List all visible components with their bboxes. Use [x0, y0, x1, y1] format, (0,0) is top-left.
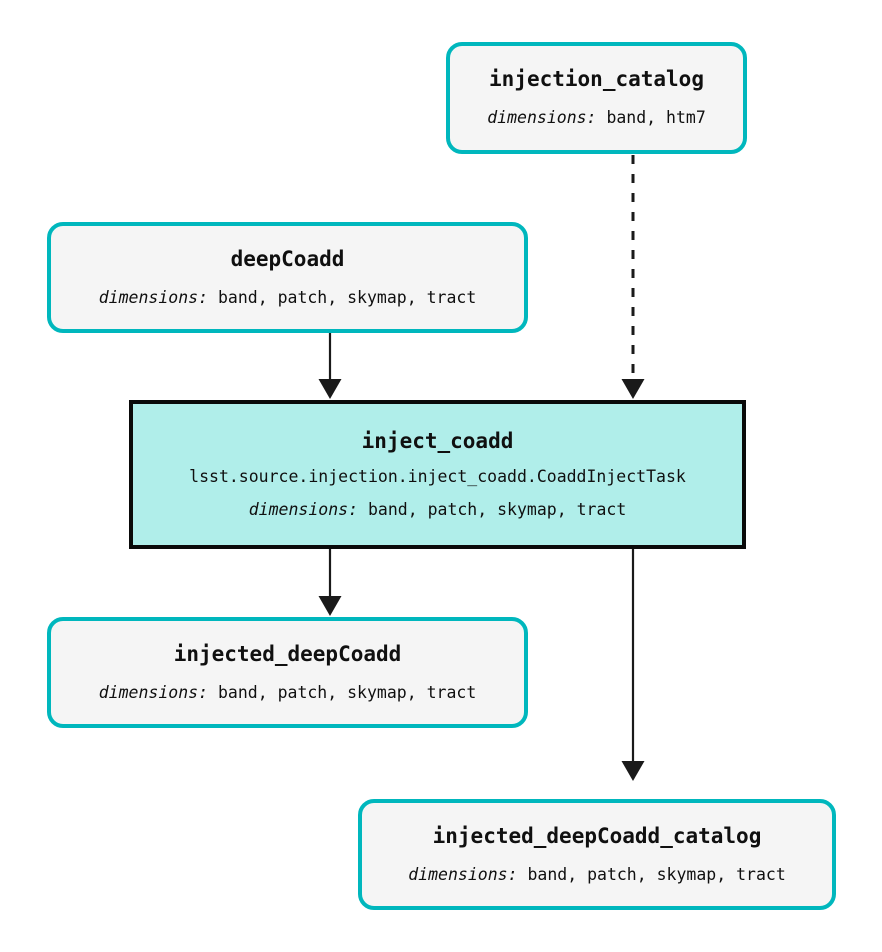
node-dimensions-injected-deepcoadd: dimensions: band, patch, skymap, tract [98, 682, 477, 702]
node-injection-catalog[interactable]: injection_catalog dimensions: band, htm7 [446, 42, 747, 154]
node-class-path-inject-coadd: lsst.source.injection.inject_coadd.Coadd… [189, 466, 686, 486]
edge-deepcoadd-to-inject-coadd [318, 333, 342, 399]
node-dimensions-inject-coadd: dimensions: band, patch, skymap, tract [248, 500, 627, 519]
node-dimensions-deepcoadd: dimensions: band, patch, skymap, tract [98, 287, 477, 307]
dimensions-label: dimensions: [248, 500, 368, 519]
dimensions-label: dimensions: [487, 108, 607, 128]
node-dimensions-injected-deepcoadd-catalog: dimensions: band, patch, skymap, tract [408, 864, 786, 884]
dimensions-value: band, patch, skymap, tract [217, 287, 477, 307]
node-title-injection-catalog: injection_catalog [489, 67, 704, 92]
node-injected-deepcoadd[interactable]: injected_deepCoadd dimensions: band, pat… [47, 617, 528, 728]
dimensions-label: dimensions: [98, 287, 218, 307]
node-deepcoadd[interactable]: deepCoadd dimensions: band, patch, skyma… [47, 222, 528, 333]
node-title-injected-deepcoadd: injected_deepCoadd [173, 641, 402, 666]
edge-injection-catalog-to-inject-coadd [621, 155, 645, 399]
edge-inject-coadd-to-injected-deepcoadd [318, 549, 342, 616]
node-inject-coadd[interactable]: inject_coadd lsst.source.injection.injec… [129, 400, 746, 549]
node-title-inject-coadd: inject_coadd [361, 428, 514, 453]
dimensions-value: band, htm7 [606, 108, 706, 128]
edge-inject-coadd-to-injected-deepcoadd-catalog [621, 549, 645, 781]
node-title-deepcoadd: deepCoadd [230, 246, 345, 271]
dimensions-label: dimensions: [408, 864, 528, 884]
node-title-injected-deepcoadd-catalog: injected_deepCoadd_catalog [432, 823, 762, 848]
dimensions-label: dimensions: [98, 682, 218, 702]
dimensions-value: band, patch, skymap, tract [217, 682, 477, 702]
dimensions-value: band, patch, skymap, tract [367, 500, 627, 519]
node-injected-deepcoadd-catalog[interactable]: injected_deepCoadd_catalog dimensions: b… [358, 799, 836, 910]
node-dimensions-injection-catalog: dimensions: band, htm7 [487, 110, 706, 127]
dimensions-value: band, patch, skymap, tract [527, 864, 786, 884]
